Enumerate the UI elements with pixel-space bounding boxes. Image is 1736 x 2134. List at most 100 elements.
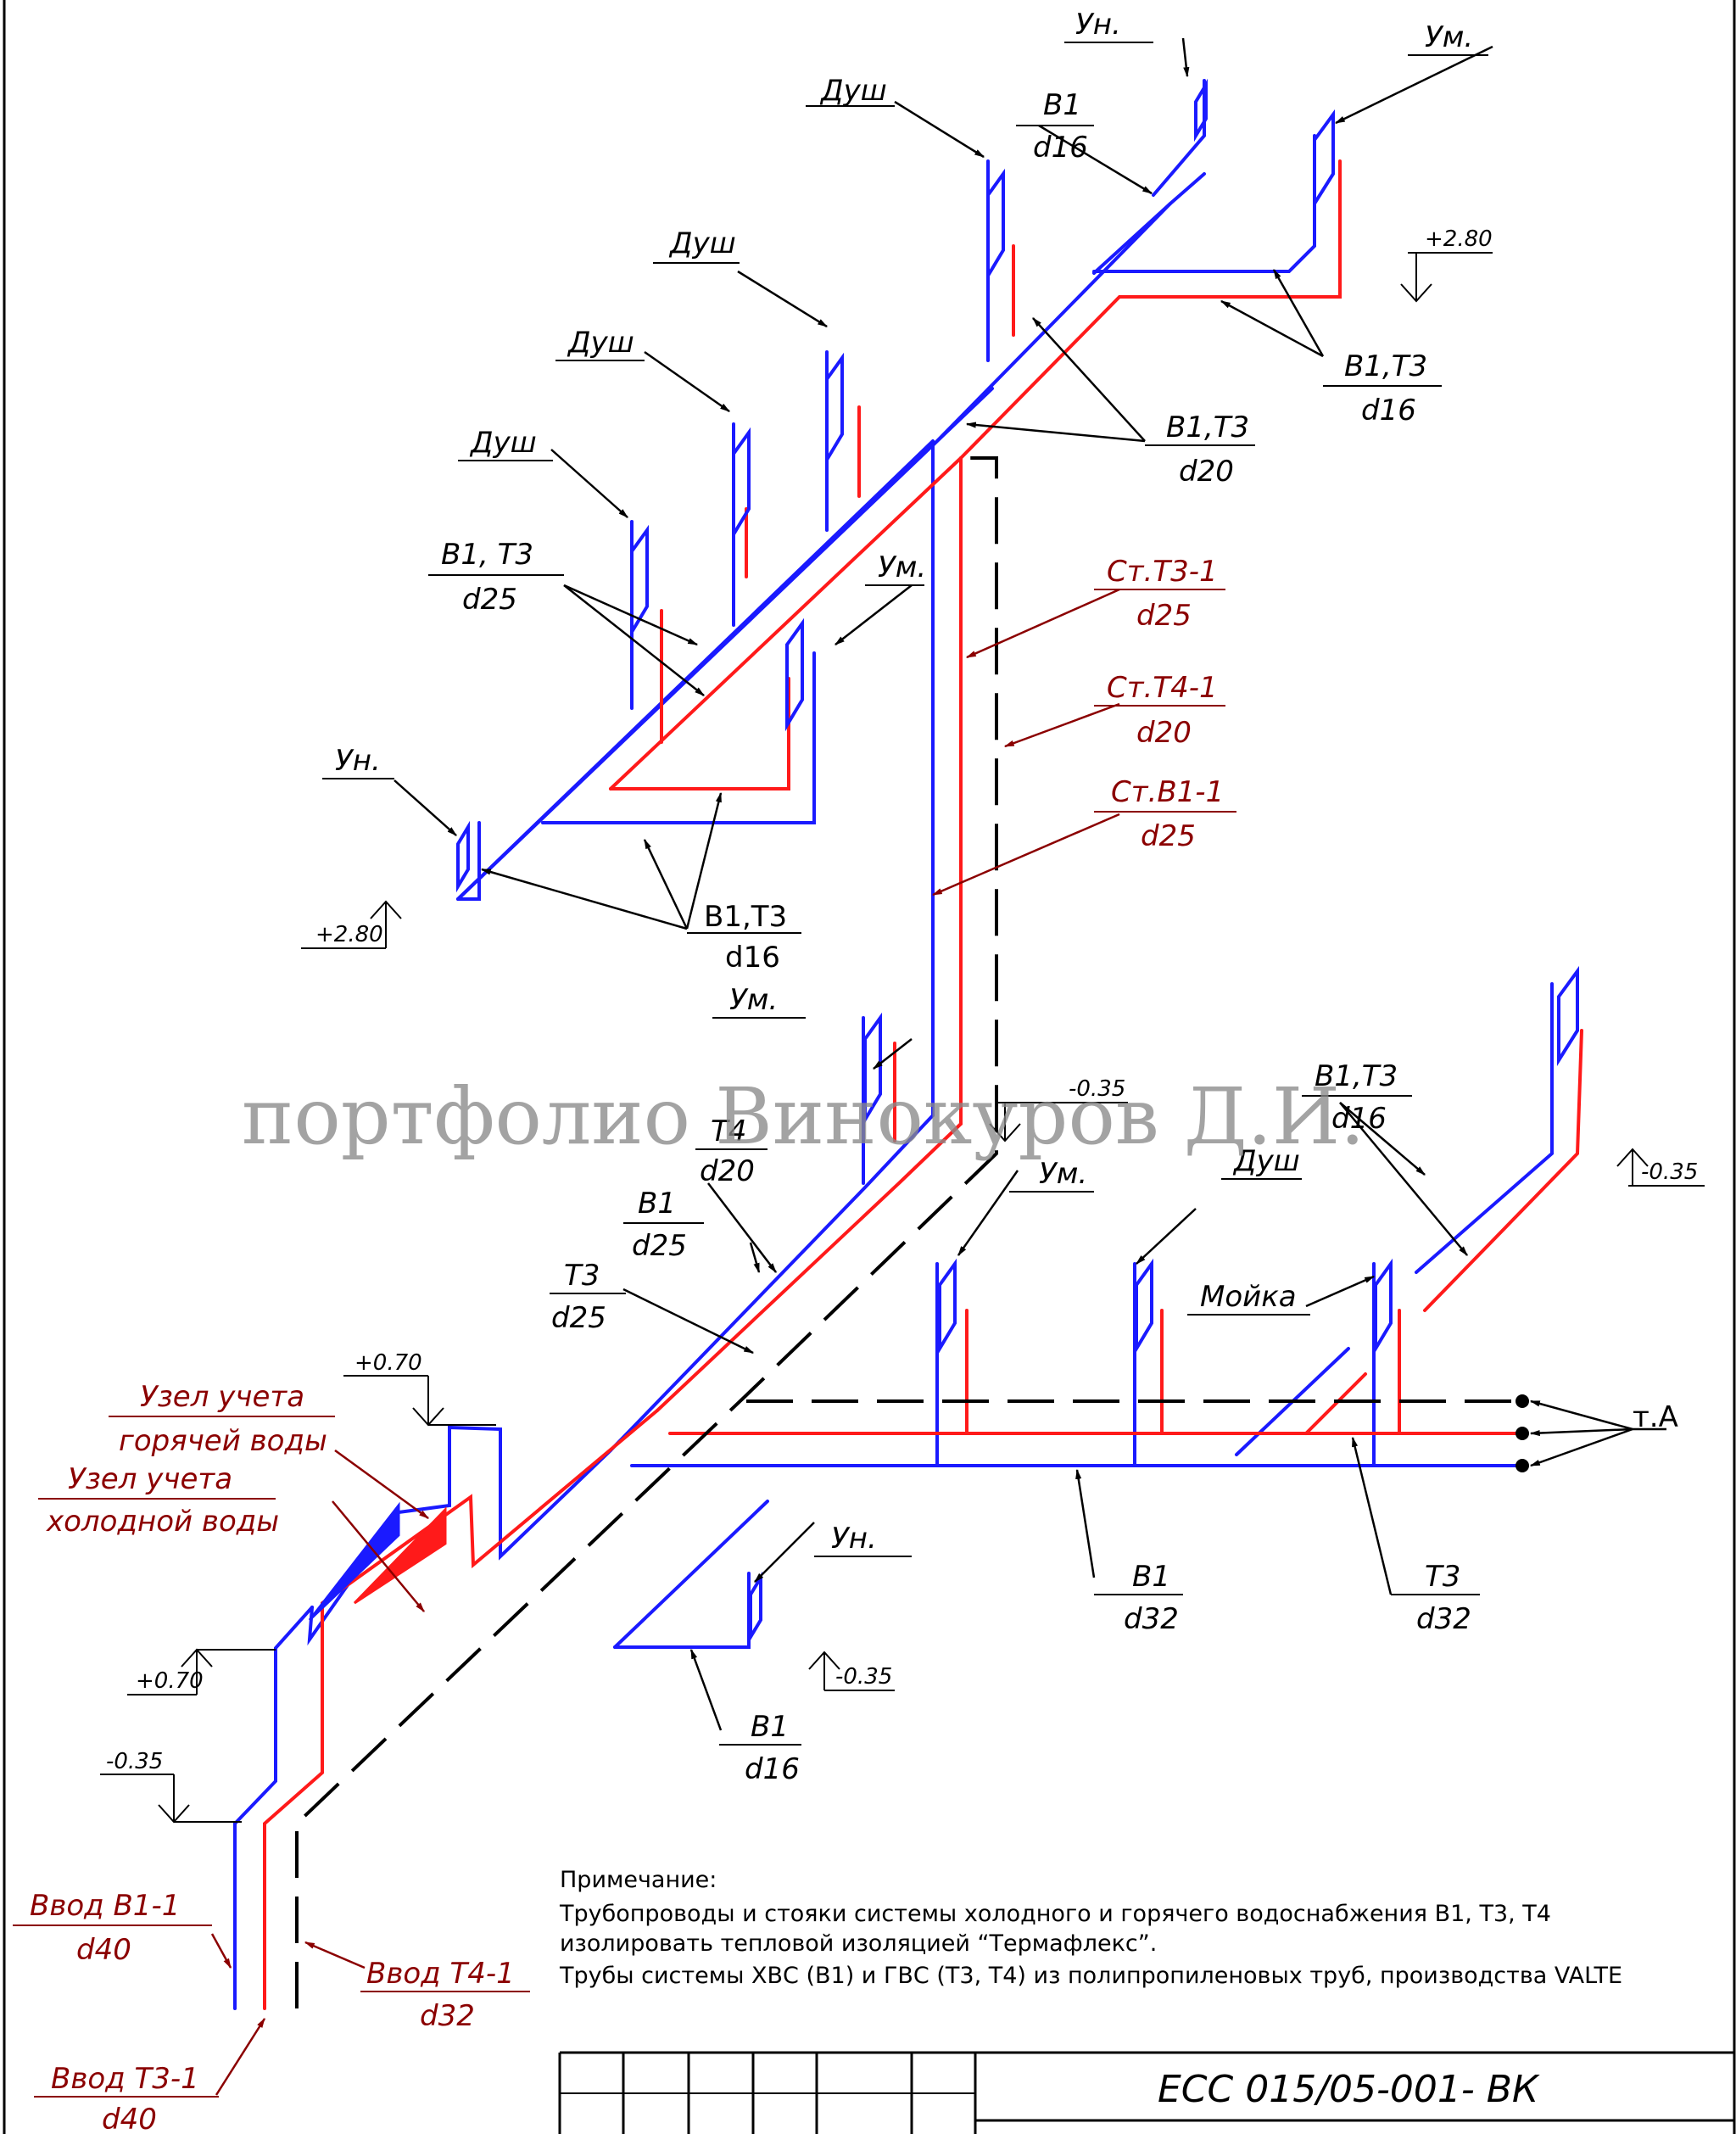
label-inlet-t3: Ввод Т3-1 d40 — [34, 2062, 219, 2134]
label-t3-d32-b: d32 — [1416, 1602, 1471, 1636]
label-cold-meter-b: холодной воды — [46, 1505, 279, 1539]
label-t4-d20: Т4 d20 — [695, 1114, 768, 1188]
point-a-nodes — [1516, 1394, 1529, 1472]
label-b1t3-right-a: В1,Т3 — [1315, 1059, 1398, 1093]
label-b1-d16-lower: В1 d16 — [719, 1710, 801, 1786]
label-riser-t4: Ст.Т4-1 d20 — [1094, 671, 1225, 750]
label-inlet-b1-a: Ввод В1-1 — [30, 1889, 180, 1923]
label-washbasin-lower: Ум. — [1009, 1157, 1094, 1193]
label-toilet-lower: Ун. — [814, 1522, 912, 1557]
label-washbasin-lower-text: Ум. — [1039, 1157, 1087, 1191]
label-t3-d25-b: d25 — [551, 1301, 606, 1335]
label-inlet-t4-b: d32 — [420, 1999, 475, 2033]
label-toilet-lower-text: Ун. — [831, 1522, 877, 1556]
label-toilet-top: Ун. — [1064, 8, 1153, 43]
watermark-text: портфолио Винокуров Д.И. — [242, 1071, 1365, 1162]
label-b1t3-right: В1,Т3 d16 — [1302, 1059, 1412, 1136]
label-riser-t4-b: d20 — [1136, 716, 1192, 750]
label-hot-meter: Узел учета горячей воды — [109, 1380, 335, 1458]
label-b1-d16-top-b: d16 — [1033, 131, 1088, 165]
elev-plus070-top: +0.70 — [343, 1350, 496, 1427]
note-block: Примечание: Трубопроводы и стояки систем… — [559, 1867, 1622, 1989]
label-washbasin-mid-text: Ум. — [878, 550, 926, 584]
labels: Ун. Ум. Душ В1 d16 +2.80 В1,Т3 d16 Д — [13, 8, 1705, 2134]
label-b1-d16-top-a: В1 — [1043, 88, 1081, 122]
label-t3-d32-a: Т3 — [1425, 1560, 1460, 1594]
label-b1-d32-b: d32 — [1124, 1602, 1179, 1636]
label-toilet-left: Ун. — [322, 744, 394, 779]
note-line-3: Трубы системы ХВС (В1) и ГВС (Т3, Т4) из… — [559, 1963, 1622, 1989]
note-title: Примечание: — [560, 1867, 717, 1893]
elev-top-left-text: +2.80 — [315, 922, 383, 947]
cold-water-meter-icon — [308, 1501, 400, 1622]
label-inlet-t4-a: Ввод Т4-1 — [366, 1957, 515, 1991]
label-b1-d25-b: d25 — [632, 1229, 687, 1263]
label-inlet-b1: Ввод В1-1 d40 — [13, 1889, 212, 1967]
elev-plus070-left-text: +0.70 — [136, 1668, 204, 1694]
label-b1t3-right-b: d16 — [1331, 1102, 1387, 1136]
elev-lower-text: -0.35 — [835, 1664, 892, 1690]
label-shower-3: Душ — [555, 326, 645, 361]
label-riser-b1-b: d25 — [1141, 819, 1196, 853]
label-sink-text: Мойка — [1200, 1280, 1297, 1314]
label-b1t3-d20-b: d20 — [1179, 455, 1234, 489]
elev-top-left: +2.80 — [301, 900, 402, 949]
label-shower-lower-text: Душ — [1232, 1144, 1300, 1178]
elev-right: -0.35 — [1616, 1148, 1705, 1187]
label-toilet-top-text: Ун. — [1075, 8, 1121, 42]
label-sink: Мойка — [1187, 1280, 1310, 1316]
label-inlet-t3-b: d40 — [102, 2103, 157, 2134]
label-shower-lower: Душ — [1221, 1144, 1302, 1180]
note-line-2: изолировать тепловой изоляцией “Термафле… — [560, 1930, 1157, 1957]
label-b1t3-d25-b: d25 — [462, 583, 517, 617]
label-t4-d20-a: Т4 — [711, 1114, 746, 1148]
label-riser-t3: Ст.Т3-1 d25 — [1094, 555, 1225, 633]
label-inlet-t3-a: Ввод Т3-1 — [51, 2062, 199, 2096]
hot-water-pipes — [263, 159, 1583, 2010]
meter-symbols — [308, 1501, 447, 1622]
label-b1-d25-a: В1 — [638, 1187, 676, 1221]
label-b1t3-d20-a: В1,Т3 — [1166, 411, 1249, 444]
label-b1t3-d16-top-b: d16 — [1361, 394, 1416, 427]
label-cold-meter-a: Узел учета — [68, 1462, 232, 1496]
label-b1-d32-a: В1 — [1132, 1560, 1170, 1594]
label-washbasin-top-text: Ум. — [1425, 20, 1473, 54]
elev-lower: -0.35 — [808, 1651, 895, 1691]
label-b1t3-d16-left-a: В1,Т3 — [704, 900, 787, 934]
label-shower-2-text: Душ — [668, 226, 736, 260]
note-line-1: Трубопроводы и стояки системы холодного … — [559, 1901, 1551, 1927]
label-b1-d32: В1 d32 — [1094, 1560, 1183, 1636]
label-point-a: т.А — [1633, 1400, 1678, 1434]
sheet-frame — [3, 0, 1736, 2134]
title-block — [558, 2051, 1734, 2134]
elev-minus035-left-text: -0.35 — [106, 1749, 163, 1774]
label-b1t3-d16-left-b: d16 — [725, 941, 780, 975]
hot-water-meter-icon — [353, 1506, 447, 1605]
label-washbasin-riser-text: Ум. — [729, 983, 778, 1017]
elev-mid: -0.35 — [989, 1076, 1128, 1142]
leader-lines-red — [210, 588, 1120, 2096]
elev-mid-text: -0.35 — [1069, 1076, 1125, 1102]
elev-top-right-text: +2.80 — [1425, 226, 1493, 252]
label-t4-d20-b: d20 — [700, 1154, 755, 1188]
label-b1t3-d16-top: В1,Т3 d16 — [1323, 349, 1442, 427]
label-toilet-left-text: Ун. — [335, 744, 381, 778]
label-shower-1-text: Душ — [819, 74, 887, 108]
label-hot-meter-b: горячей воды — [119, 1424, 327, 1458]
label-point-a-text: т.А — [1633, 1400, 1678, 1434]
label-b1t3-d25-a: В1, Т3 — [441, 538, 533, 572]
label-shower-2: Душ — [653, 226, 740, 264]
label-shower-1: Душ — [806, 74, 895, 108]
label-b1t3-d16-top-a: В1,Т3 — [1344, 349, 1427, 383]
label-b1-d16-lower-a: В1 — [751, 1710, 789, 1744]
label-b1-d16-lower-b: d16 — [745, 1752, 800, 1786]
label-b1t3-d20: В1,Т3 d20 — [1145, 411, 1255, 489]
label-washbasin-riser: Ум. — [712, 983, 806, 1019]
circulation-pipes — [295, 456, 1518, 2008]
label-b1t3-d16-left: В1,Т3 d16 — [687, 900, 801, 975]
label-b1t3-d25: В1, Т3 d25 — [428, 538, 564, 617]
leader-lines — [394, 37, 1666, 1731]
label-washbasin-mid: Ум. — [865, 550, 926, 586]
label-riser-b1: Ст.В1-1 d25 — [1094, 775, 1236, 853]
label-riser-t4-a: Ст.Т4-1 — [1107, 671, 1218, 705]
